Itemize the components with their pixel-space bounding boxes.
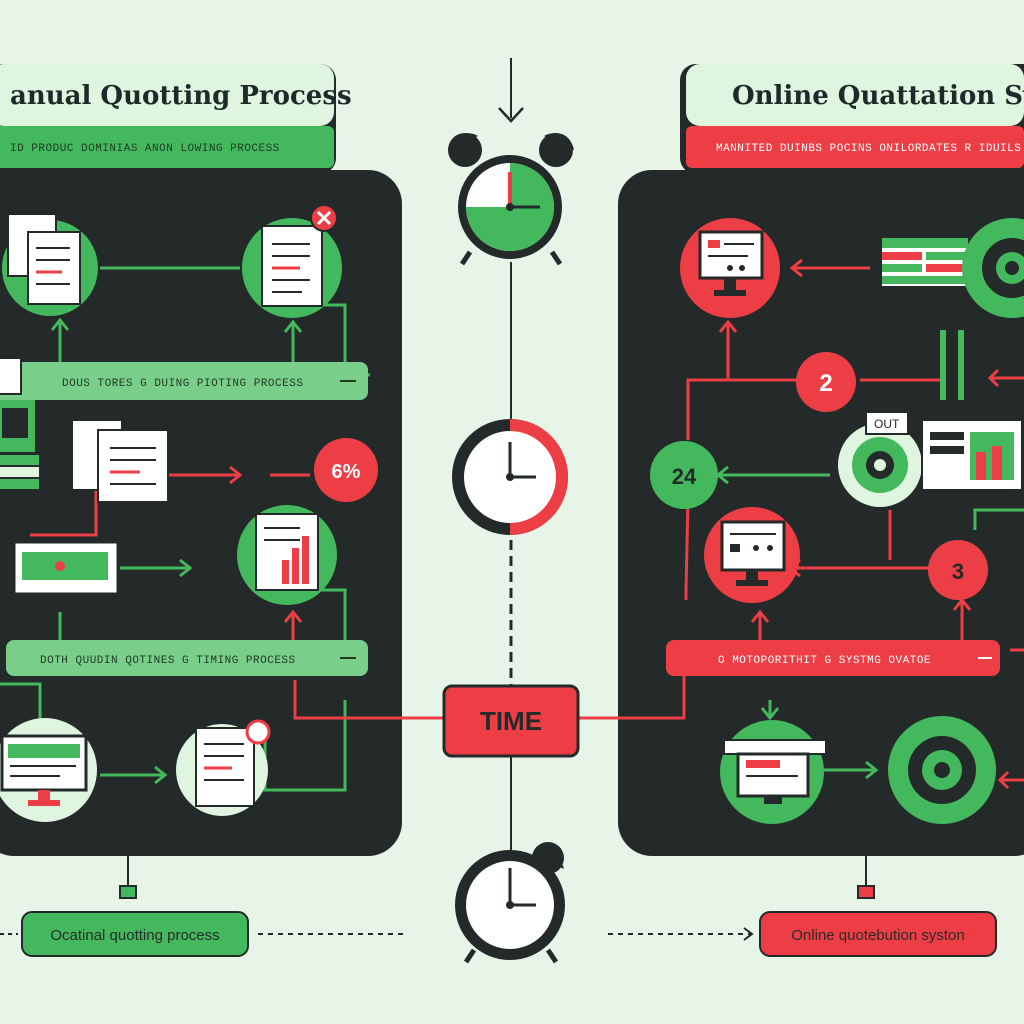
right-label-system: Onctind qurupapation system [766, 327, 948, 343]
right-badge-24-text: 24 [672, 464, 697, 489]
right-title: Online Quattation Syst [732, 81, 1024, 111]
right-out-label: OUT [874, 417, 900, 431]
right-monitor-node-1 [680, 218, 780, 318]
right-step-labels: Calcutting prodag precation Onctind quru… [766, 199, 953, 711]
left-footer: Ocatinal quotting process [0, 856, 404, 957]
time-box: TIME [442, 684, 580, 758]
left-document-node-1 [2, 213, 98, 316]
clock-icon [452, 419, 568, 535]
right-monitor-node-3 [720, 720, 827, 824]
left-badge-6-text: 6% [332, 461, 361, 483]
right-label-draft: Draffing and dicsont [786, 695, 910, 711]
right-band: O MOTOPORITHIT G SYSTMG OVATOE [666, 640, 1000, 676]
left-label-gathering: Gahetring product information [82, 199, 267, 215]
right-label-calculating: Calcutting prodag precation [782, 199, 953, 215]
alarm-clock-bottom-icon [455, 842, 565, 964]
right-badge-2: 2 [796, 352, 856, 412]
left-subtitle: ID PRODUC DOMINIAS ANON LOWING PROCESS [10, 143, 280, 155]
left-step-labels: Gahetring product information Calculate … [0, 199, 270, 713]
right-badge-3-text: 3 [952, 559, 964, 584]
left-spreadsheet-icon [0, 357, 39, 489]
right-badge-3: 3 [928, 540, 988, 600]
right-label-calc: Cancilation pracation [782, 609, 913, 625]
time-label: TIME [480, 706, 542, 736]
right-footer: Online quotebution syston [608, 856, 997, 957]
left-band-1-text: DOUS TORES G DUING PIOTING PROCESS [62, 378, 303, 390]
left-band-1: DOUS TORES G DUING PIOTING PROCESS [0, 362, 368, 400]
left-monitor-node [0, 718, 97, 822]
right-gear-node-2 [888, 716, 996, 824]
left-footer-text: Ocatinal quotting process [50, 927, 219, 944]
right-spreadsheet-icon [882, 238, 968, 286]
left-label-ent: ent [0, 697, 20, 713]
center-timeline [498, 58, 524, 855]
left-document-node-2 [242, 218, 342, 318]
left-band-2-text: DOTH QUUDIN QOTINES G TIMING PROCESS [40, 655, 296, 667]
right-gear-node: OUT [838, 411, 922, 507]
left-label-pricing: Calculate proding precation [100, 327, 270, 343]
close-icon [310, 204, 338, 232]
left-title: anual Quotting Process [10, 81, 352, 111]
right-subtitle: MANNITED DUINBS POCINS ONILORDATES R IDU… [716, 143, 1021, 155]
left-document-stack-icon [71, 419, 169, 503]
left-label-ping: ping [0, 327, 26, 343]
alarm-clock-icon [448, 133, 574, 266]
left-label-discounts: Calcuatting and discounts [110, 609, 270, 625]
left-panel [0, 170, 402, 856]
left-band-2: DOTH QUUDIN QOTINES G TIMING PROCESS [6, 640, 368, 676]
right-badge-24: 24 [650, 441, 718, 509]
left-title-card: anual Quotting Process ID PRODUC DOMINIA… [0, 64, 352, 174]
right-panel [618, 170, 1024, 856]
right-monitor-node-2 [704, 507, 800, 603]
right-footer-text: Online quotebution syston [791, 927, 964, 944]
left-document-node-3 [176, 719, 271, 816]
right-band-text: O MOTOPORITHIT G SYSTMG OVATOE [718, 655, 931, 667]
right-title-card: Online Quattation Syst MANNITED DUINBS P… [680, 64, 1024, 174]
gear-icon [962, 218, 1024, 318]
left-badge-6: 6% [314, 438, 378, 502]
left-chart-node [237, 505, 337, 605]
right-server-rack-icon [921, 330, 1023, 491]
right-badge-2-text: 2 [819, 370, 832, 397]
left-monitor-icon [12, 540, 120, 610]
